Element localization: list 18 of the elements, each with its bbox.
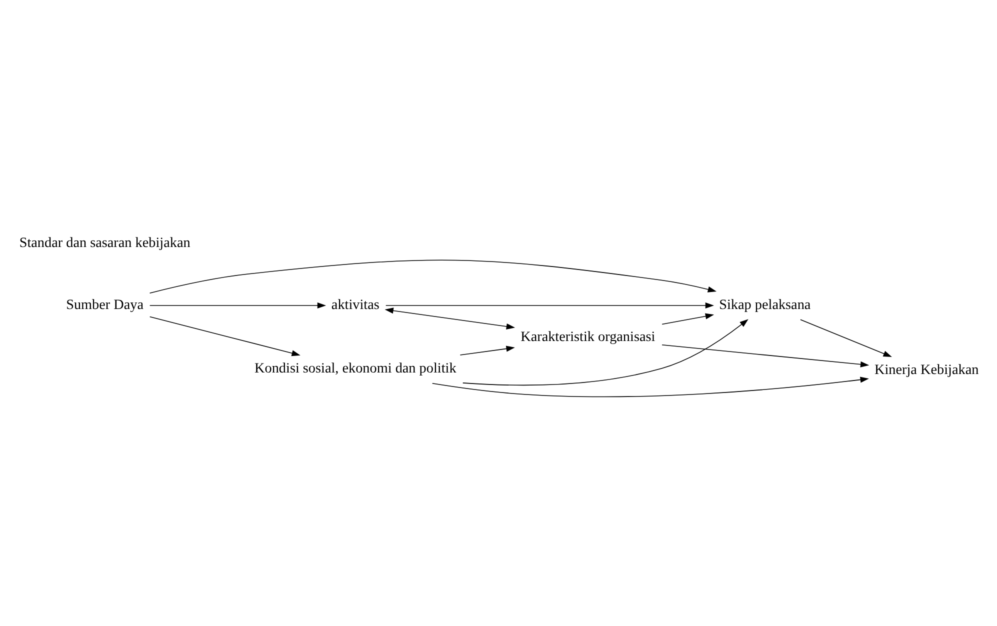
arrow — [148, 316, 300, 356]
node-text: Sikap pelaksana — [718, 296, 810, 313]
node-text: Karakteristik organisasi — [520, 329, 655, 346]
arrow — [431, 376, 868, 398]
arrow — [661, 313, 714, 325]
arrow — [661, 344, 869, 368]
arrow — [459, 346, 514, 356]
arrow — [800, 319, 892, 357]
arrow — [384, 302, 714, 308]
node-text: Kondisi sosial, ekonomi dan politik — [254, 360, 456, 377]
node-text: aktivitas — [330, 296, 379, 313]
arrow — [148, 260, 716, 294]
node-text: Sumber Daya — [66, 296, 144, 313]
label: Standar dan sasaran kebijakan — [18, 234, 190, 251]
arrow — [462, 319, 748, 386]
arrow — [148, 302, 326, 308]
node-text: Kinerja Kebijakan — [874, 362, 978, 378]
arrow — [384, 308, 515, 330]
